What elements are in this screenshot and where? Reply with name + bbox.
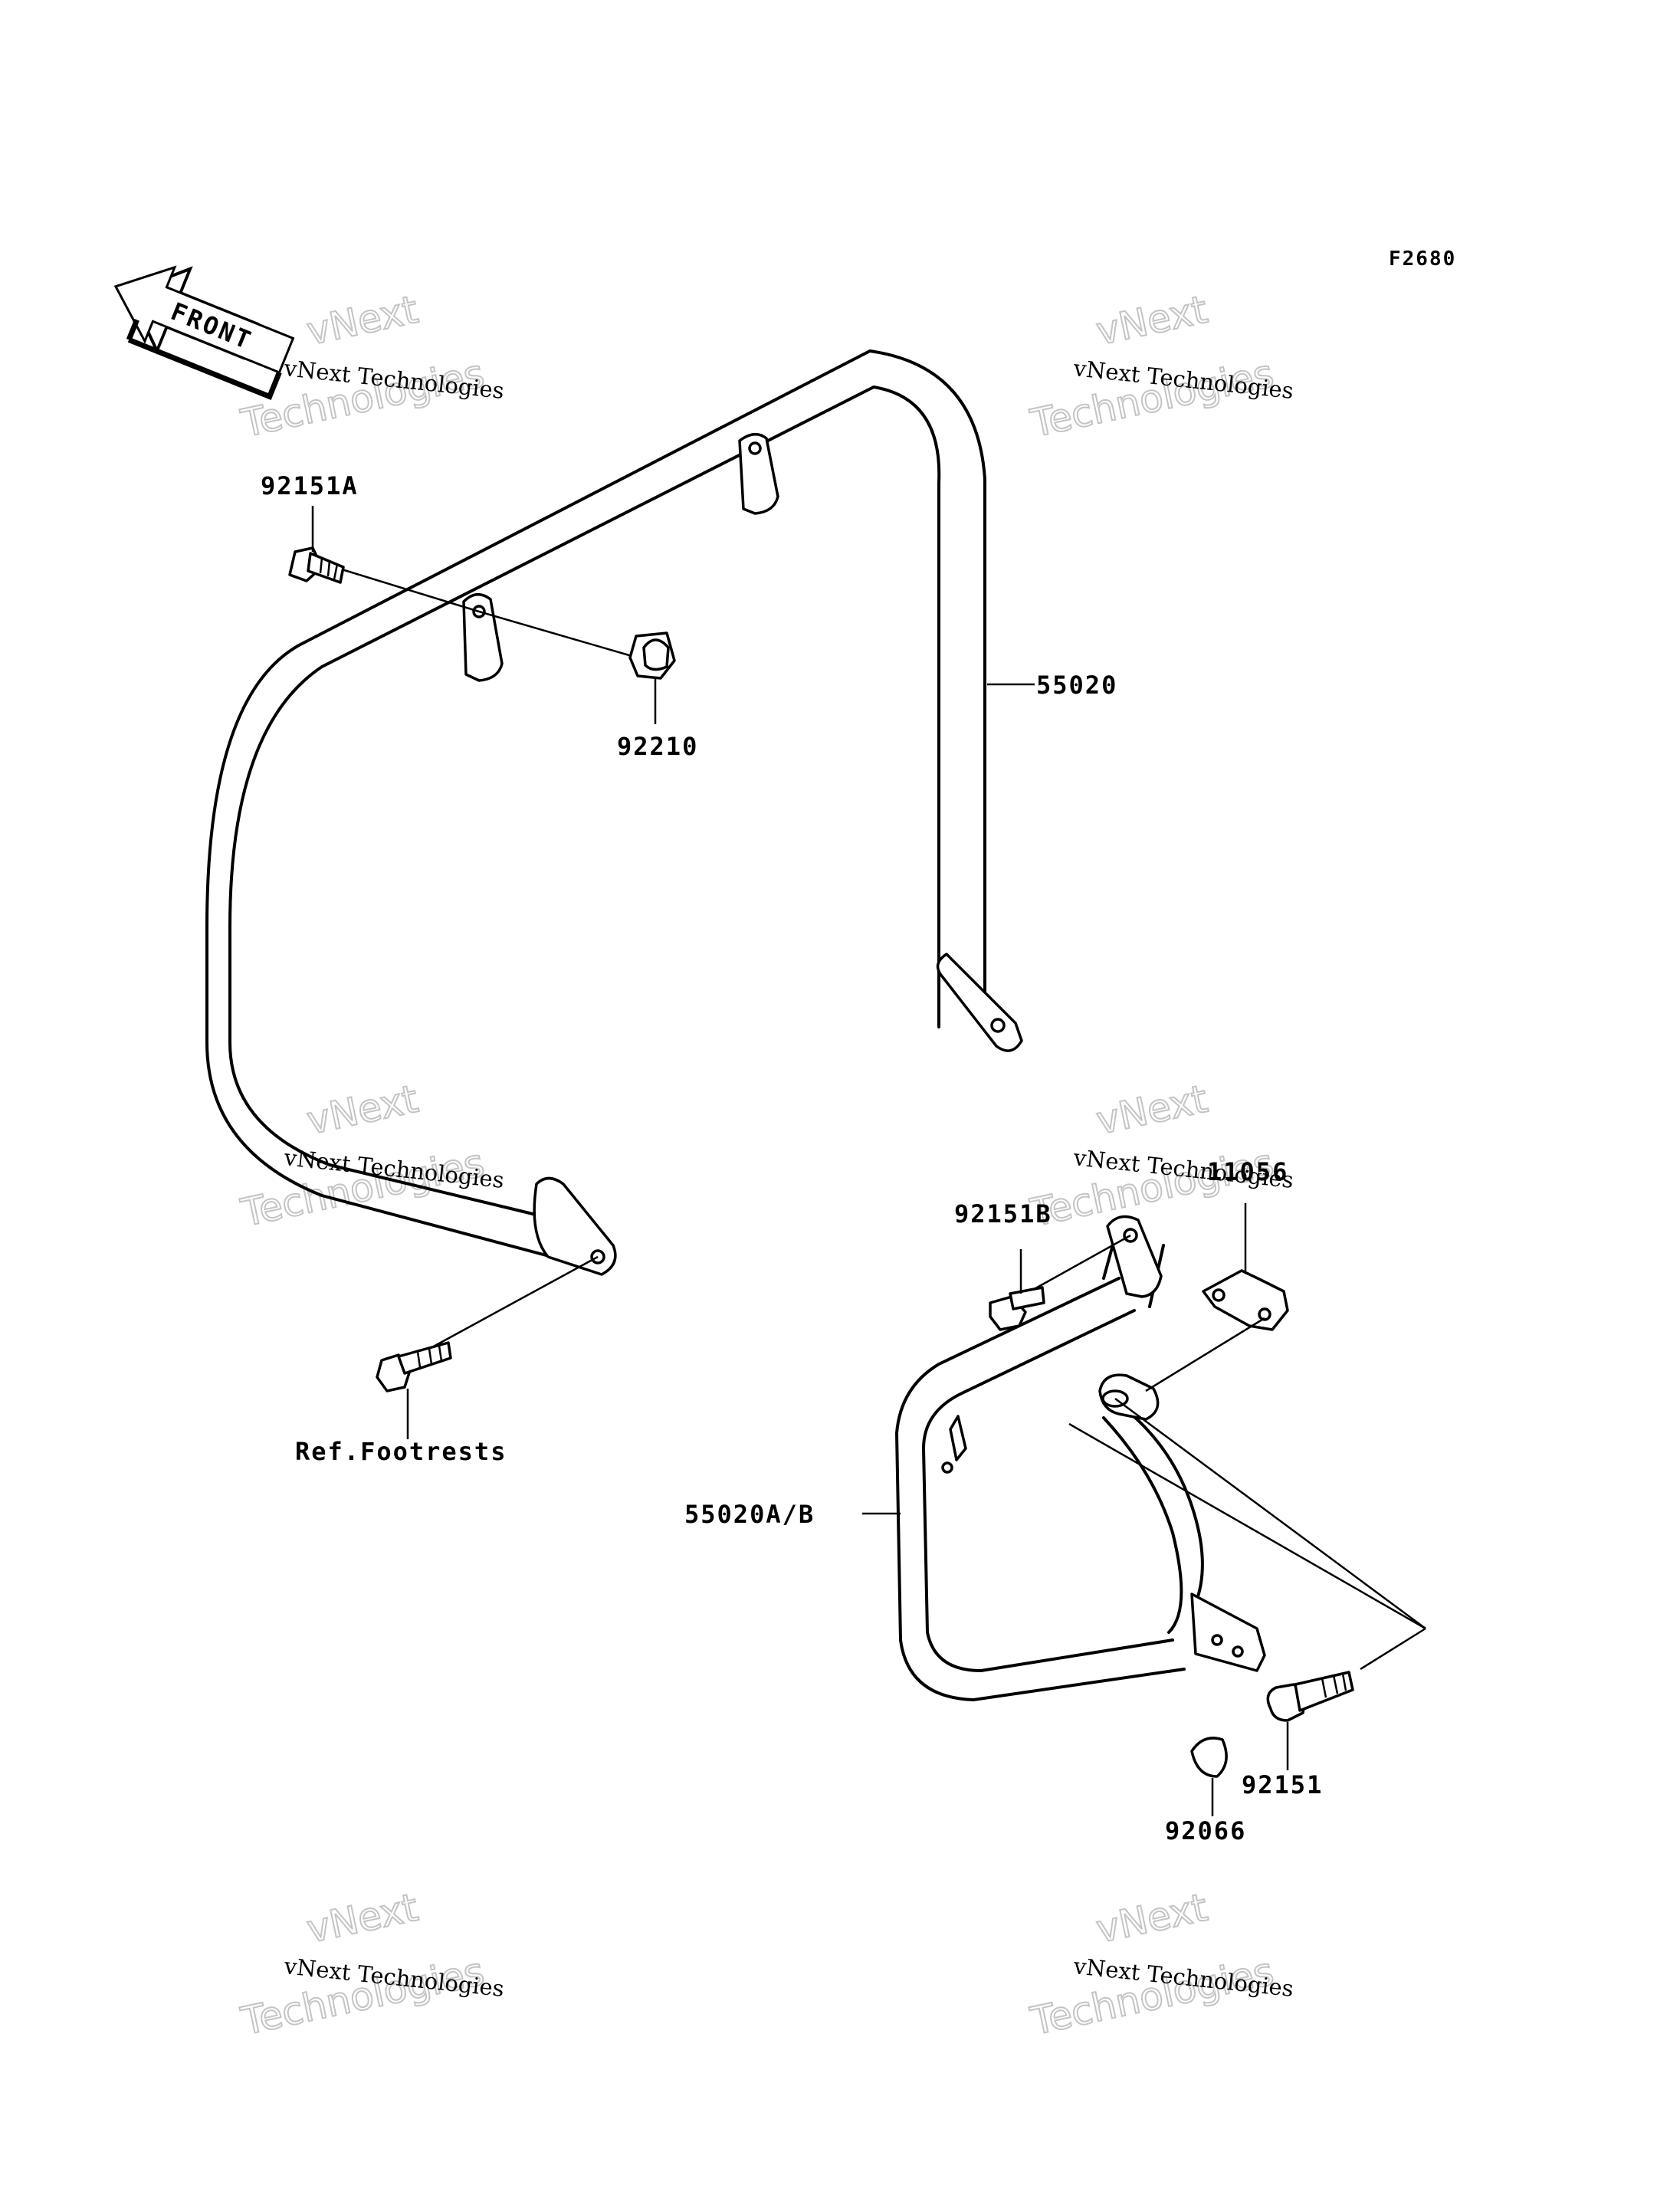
svg-text:vNext: vNext	[1092, 1885, 1211, 1952]
watermark-mid-left: vNext Technologies vNext Technologies	[236, 1076, 505, 1236]
callout-92066: 92066	[1165, 1816, 1246, 1845]
callout-55020ab: 55020A/B	[684, 1500, 815, 1529]
svg-text:vNext: vNext	[303, 1077, 422, 1143]
cap-nut-92210	[478, 610, 676, 724]
watermark-bottom-right: vNext Technologies vNext Technologies	[1025, 1884, 1294, 2045]
svg-text:vNext: vNext	[1092, 1077, 1211, 1143]
bolt-92151a	[288, 546, 480, 613]
bolt-92151b	[989, 1234, 1131, 1331]
callout-92210: 92210	[617, 732, 698, 761]
watermark-top-right: vNext Technologies vNext Technologies	[1025, 287, 1294, 447]
callout-92151b: 92151B	[954, 1199, 1052, 1228]
footrest-bolt	[376, 1255, 599, 1439]
figure-code: F2680	[1389, 248, 1456, 271]
svg-text:vNext: vNext	[303, 287, 422, 354]
bolt-92151	[1068, 1397, 1426, 1770]
rear-guard-55020ab	[862, 1215, 1266, 1701]
svg-text:vNext: vNext	[303, 1885, 422, 1952]
watermark-mid-right: vNext Technologies vNext Technologies	[1025, 1076, 1294, 1236]
callout-92151: 92151	[1242, 1770, 1323, 1799]
bracket-11056	[1145, 1203, 1289, 1392]
front-guard-55020	[205, 349, 1023, 1276]
callout-ref-footrests: Ref.Footrests	[295, 1437, 507, 1466]
callout-11056: 11056	[1207, 1157, 1288, 1186]
callout-92151a: 92151A	[261, 471, 359, 500]
callout-55020: 55020	[1036, 671, 1117, 700]
watermark-bottom-left: vNext Technologies vNext Technologies	[236, 1884, 505, 2045]
svg-text:vNext: vNext	[1092, 287, 1211, 354]
front-arrow-icon: FRONT	[113, 265, 295, 401]
cap-92066	[1190, 1737, 1228, 1816]
